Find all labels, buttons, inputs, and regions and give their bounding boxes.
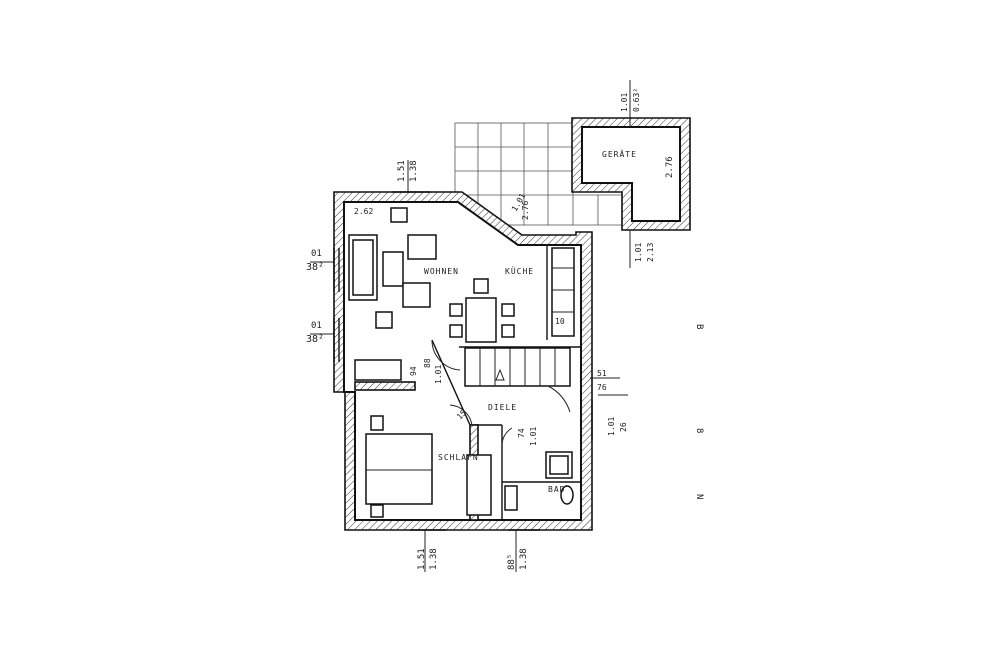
room-label-diele: DIELE	[488, 403, 517, 412]
dim-bottom-win-b: 1.38	[429, 548, 439, 570]
dimension-leaders	[310, 80, 631, 572]
dim-stair-a: 51	[597, 369, 607, 378]
staircase	[464, 347, 571, 413]
dim-door-diele-b: 1.01	[529, 427, 538, 446]
window-marks	[333, 191, 593, 531]
dim-bottom-door-b: 1.38	[519, 548, 529, 570]
dim-left-window-top-a: 01	[311, 249, 322, 259]
geraete-annex	[571, 117, 691, 231]
dim-garage-bot-b: 2.13	[646, 243, 655, 262]
dim-garage-top-a: 1.01	[620, 93, 629, 112]
room-label-wohnen: WOHNEN	[424, 267, 459, 276]
room-label-kueche: KÜCHE	[505, 266, 534, 276]
margin-mark-2: 8	[694, 428, 704, 433]
dim-stair-b: 76	[597, 383, 607, 392]
living-furniture	[348, 207, 437, 381]
dim-diag-b: 1.01	[434, 365, 443, 384]
dim-left-window-bot-b: 38²	[306, 334, 324, 345]
margin-mark-3: N	[694, 494, 704, 499]
dim-right-b: 26	[619, 422, 628, 432]
dim-left-window-top-b: 38²	[306, 262, 324, 273]
dim-diag-c: 94	[409, 366, 418, 376]
dim-diag-a: 88	[423, 358, 432, 368]
dim-bottom-win-a: 1.51	[417, 548, 427, 570]
dim-left-window-bot-a: 01	[311, 321, 322, 331]
bath-fixtures	[504, 451, 574, 511]
dim-bottom-door-a: 88⁵	[507, 554, 517, 570]
door-swings	[431, 339, 628, 447]
dim-top-window-a: 1.51	[397, 160, 407, 182]
bedroom-furniture	[365, 415, 492, 518]
margin-mark-1: B	[694, 324, 704, 329]
dim-garage-top-b: 0.63²	[632, 88, 641, 112]
dining-furniture	[449, 278, 515, 343]
dim-kitchen-unit: 10	[555, 317, 565, 326]
kitchen-units	[551, 247, 575, 337]
room-label-bad: BAD	[548, 485, 565, 494]
dim-door-diele-a: 74	[517, 428, 526, 438]
dim-right-a: 1.01	[607, 417, 616, 436]
dim-garage-side: 2.76	[665, 156, 675, 178]
room-label-schlafen: SCHLAFN	[438, 453, 479, 462]
dim-garage-bot-a: 1.01	[634, 243, 643, 262]
dim-top-window-b: 1.38	[409, 160, 419, 182]
room-label-geraete: GERÄTE	[602, 149, 637, 159]
dim-ceiling-mark: 2.62	[354, 207, 373, 216]
dim-bay-b: 2.76	[521, 201, 530, 220]
